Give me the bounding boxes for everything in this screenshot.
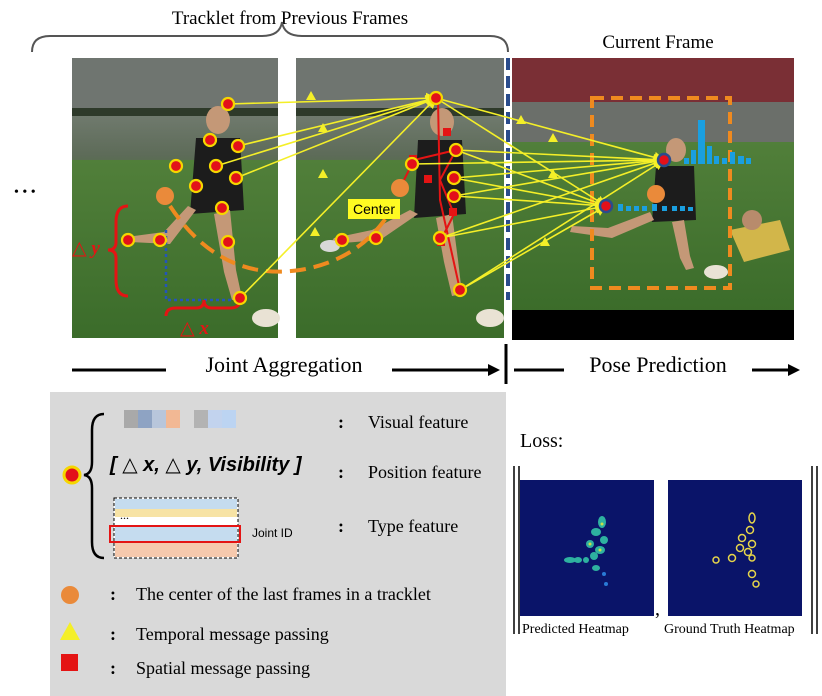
tracklet-title: Tracklet from Previous Frames [172,8,408,29]
tracklet-brace [31,21,509,53]
center-description: The center of the last frames in a track… [136,584,431,604]
joint-aggregation-label: Joint Aggregation [205,352,362,377]
pose-pipeline-figure: Tracklet from Previous Frames Current Fr… [14,8,800,384]
visual-feature-label: Visual feature [368,412,469,432]
pose-prediction-label: Pose Prediction [589,352,727,377]
ground-truth-heatmap [668,480,802,616]
ground-truth-heatmap-caption: Ground Truth Heatmap [664,622,795,637]
heat-bars-lower [618,204,693,211]
legend-spatial-icon [61,654,78,671]
delta-x-brace [164,299,242,317]
position-feature-label: Position feature [368,462,482,482]
temporal-description: Temporal message passing [136,624,329,644]
visual-colon: : [338,412,344,432]
center-colon: : [110,584,116,604]
legend-center-icon [61,586,79,604]
legend-brace [83,412,105,560]
loss-comma: , [655,598,660,620]
center-trajectory-arc [168,204,392,274]
legend-joint-icon [62,465,82,485]
current-frame-title: Current Frame [602,32,713,53]
agg-arrowhead [488,364,500,376]
center-dot-frame2 [391,179,409,197]
position-colon: : [338,462,344,482]
legend-graphics [60,410,241,671]
position-feature-formula: [ △ x, △ y, Visibility ] [110,454,302,476]
type-feature-label: Type feature [368,516,459,536]
legend-temporal-icon [60,622,80,640]
visual-feature-strip [124,410,236,428]
frame-1-image [72,58,280,338]
ellipsis: • • • [14,185,36,200]
spatial-description: Spatial message passing [136,658,310,678]
center-dot-current [647,185,665,203]
joint-id-highlight [109,525,241,543]
center-label: Center [353,201,395,217]
temporal-markers [306,91,558,246]
heat-bars-upper [684,120,751,164]
pred-arrowhead [788,364,800,376]
loss-title: Loss: [520,430,564,452]
center-label-bg [348,199,400,219]
type-colon: : [338,516,344,536]
temporal-edges [215,92,666,299]
delta-x-label: △ x [180,318,209,339]
loss-graphics [513,466,818,634]
joint-id-label: Joint ID [252,526,293,540]
joints-current [598,152,672,214]
center-dot-frame1 [156,187,174,205]
type-feature-dots: ... [120,508,129,522]
type-feature-stack [109,497,241,559]
spatial-colon: : [110,658,116,678]
delta-y-label: △ y [72,238,100,259]
predicted-heatmap-caption: Predicted Heatmap [522,622,629,637]
joints-frame-1 [120,96,248,306]
delta-y-brace [107,204,129,298]
joints-frame-2 [334,90,468,298]
temporal-colon: : [110,624,116,644]
search-region-box [590,96,732,290]
predicted-heatmap [520,480,654,616]
